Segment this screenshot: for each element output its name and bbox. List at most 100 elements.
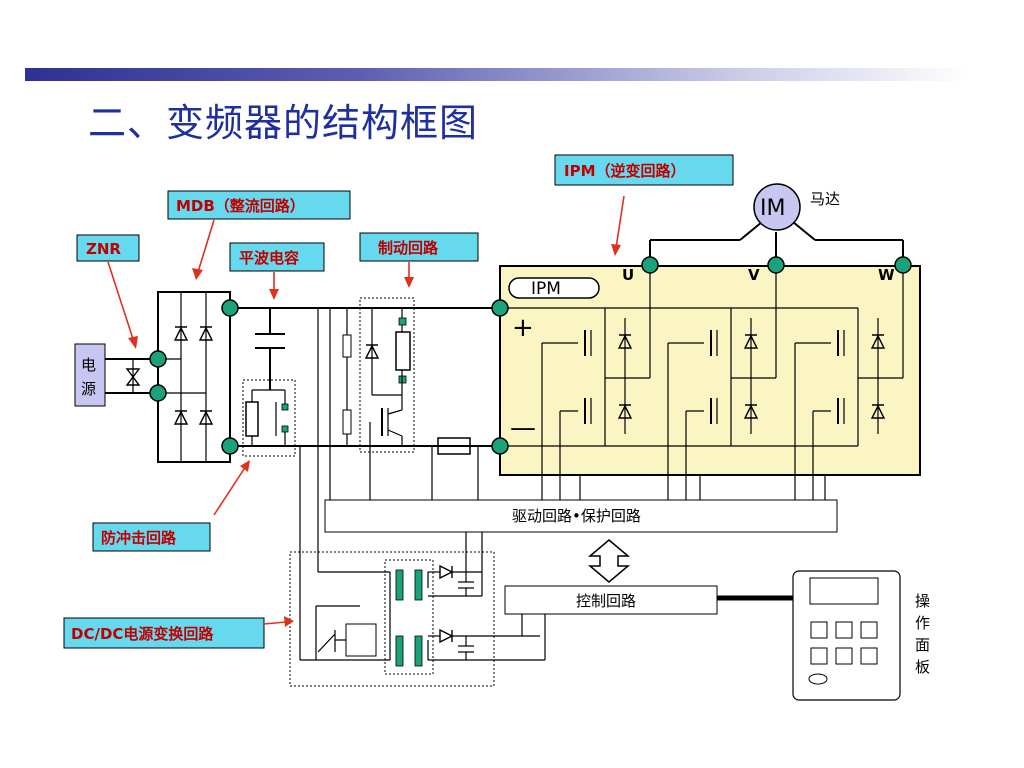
transformer-dashed-box xyxy=(384,559,434,675)
node-dc-minus-out xyxy=(221,437,239,455)
bidirectional-arrow xyxy=(587,539,631,583)
node-phase-u xyxy=(641,256,659,274)
mdb-arrow-head xyxy=(192,268,203,280)
inrush-dashed-box xyxy=(242,379,296,457)
panel-label-3: 面 xyxy=(915,636,930,654)
mdb-arrow xyxy=(197,219,215,273)
dcdc-diode-2 xyxy=(439,628,454,644)
motor-circle xyxy=(753,183,801,231)
ipm-callout xyxy=(554,154,734,186)
node-ipm-plus xyxy=(491,299,509,317)
ipm-arrow-head xyxy=(611,244,621,256)
dcdc-diode-1 xyxy=(439,564,454,580)
dcdc-arrow-head xyxy=(284,616,294,627)
transformer-core-1 xyxy=(395,569,404,601)
mdb-callout xyxy=(167,190,351,220)
dc-minus-label: — xyxy=(510,413,536,443)
node-ipm-minus xyxy=(491,437,509,455)
node-dc-plus-out xyxy=(221,299,239,317)
smoothing-cap-label: 平波电容 xyxy=(239,249,299,267)
node-ac-bottom xyxy=(149,384,167,402)
phase-w-label: W xyxy=(878,266,895,284)
inrush-resistor xyxy=(245,401,259,437)
control-circuit-label: 控制回路 xyxy=(576,592,636,610)
brake-callout xyxy=(359,232,479,262)
znr-arrow-head xyxy=(128,336,138,349)
motor-caption: 马达 xyxy=(810,190,840,208)
brake-igbt-e xyxy=(387,429,403,437)
node-ac-top xyxy=(149,350,167,368)
inrush-arrow-head xyxy=(240,460,250,472)
node-phase-w xyxy=(894,256,912,274)
znr-arrow xyxy=(107,261,135,343)
rect-diode-1 xyxy=(173,326,189,341)
brake-diode xyxy=(364,344,380,359)
motor-label: IM xyxy=(760,196,785,221)
smoothing-cap-callout xyxy=(229,242,325,272)
inrush-contact-2 xyxy=(281,425,289,433)
brake-arrow-head xyxy=(404,277,414,288)
phase-v-label: V xyxy=(748,266,760,284)
panel-label-4: 板 xyxy=(915,658,930,676)
brake-r-term-1 xyxy=(398,317,407,326)
ipm-module-label: IPM xyxy=(531,279,561,299)
inrush-contact-1 xyxy=(281,403,289,411)
panel-knob xyxy=(808,673,828,685)
znr-callout xyxy=(76,234,140,262)
panel-key xyxy=(860,621,878,639)
znr-symbol xyxy=(125,368,141,386)
dcdc-callout-label: DC/DC电源变换回路 xyxy=(71,625,214,643)
drive-protection-label: 驱动回路•保护回路 xyxy=(512,507,641,525)
transformer-core-4 xyxy=(414,635,423,667)
znr-callout-label: ZNR xyxy=(86,240,121,258)
panel-key xyxy=(810,621,828,639)
dc-plus-label: + xyxy=(512,313,534,343)
power-source-label-2: 源 xyxy=(81,380,96,398)
mdb-callout-label: MDB（整流回路） xyxy=(176,197,305,215)
panel-key xyxy=(810,647,828,665)
pwm-ic xyxy=(345,623,377,657)
brake-sense-r1 xyxy=(342,334,352,358)
inrush-callout xyxy=(92,522,211,552)
rect-diode-4 xyxy=(198,410,214,425)
transformer-core-3 xyxy=(395,635,404,667)
transformer-core-2 xyxy=(414,569,423,601)
motor-wire-u-d xyxy=(739,221,763,241)
ipm-leg-v xyxy=(667,265,777,500)
panel-key xyxy=(860,647,878,665)
rectifier-box xyxy=(157,291,231,463)
ipm-leg-w xyxy=(794,265,904,500)
node-phase-v xyxy=(767,256,785,274)
sw-emitter xyxy=(317,633,336,653)
panel-label-2: 作 xyxy=(915,614,930,632)
brake-resistor xyxy=(395,331,411,371)
phase-u-label: U xyxy=(622,266,634,284)
power-source-label-1: 电 xyxy=(81,356,96,374)
cap-arrow-head xyxy=(269,289,279,300)
dcdc-callout xyxy=(63,617,265,649)
ipm-module-box xyxy=(499,265,921,476)
inrush-arrow xyxy=(213,465,247,516)
power-source-box xyxy=(74,343,106,407)
ipm-arrow xyxy=(615,195,625,249)
ipm-leg-u xyxy=(541,265,651,500)
panel-display xyxy=(809,577,879,605)
panel-key xyxy=(835,621,853,639)
ipm-module-label-box xyxy=(508,277,600,299)
rect-diode-3 xyxy=(173,410,189,425)
slide-title: 二、变频器的结构框图 xyxy=(88,101,479,145)
ipm-callout-label: IPM（逆变回路） xyxy=(564,162,686,180)
panel-key xyxy=(835,647,853,665)
dcdc-arrow xyxy=(263,621,287,625)
drive-protection-box xyxy=(324,499,838,533)
brake-igbt-c xyxy=(387,409,403,415)
title-accent-bar xyxy=(25,68,970,81)
rect-diode-2 xyxy=(198,326,214,341)
inrush-callout-label: 防冲击回路 xyxy=(101,529,177,547)
brake-callout-label: 制动回路 xyxy=(378,239,439,257)
panel-label-1: 操 xyxy=(915,592,930,610)
brake-sense-r2 xyxy=(342,409,352,435)
motor-wire-w-d xyxy=(792,221,816,241)
shunt-resistor xyxy=(437,437,471,455)
